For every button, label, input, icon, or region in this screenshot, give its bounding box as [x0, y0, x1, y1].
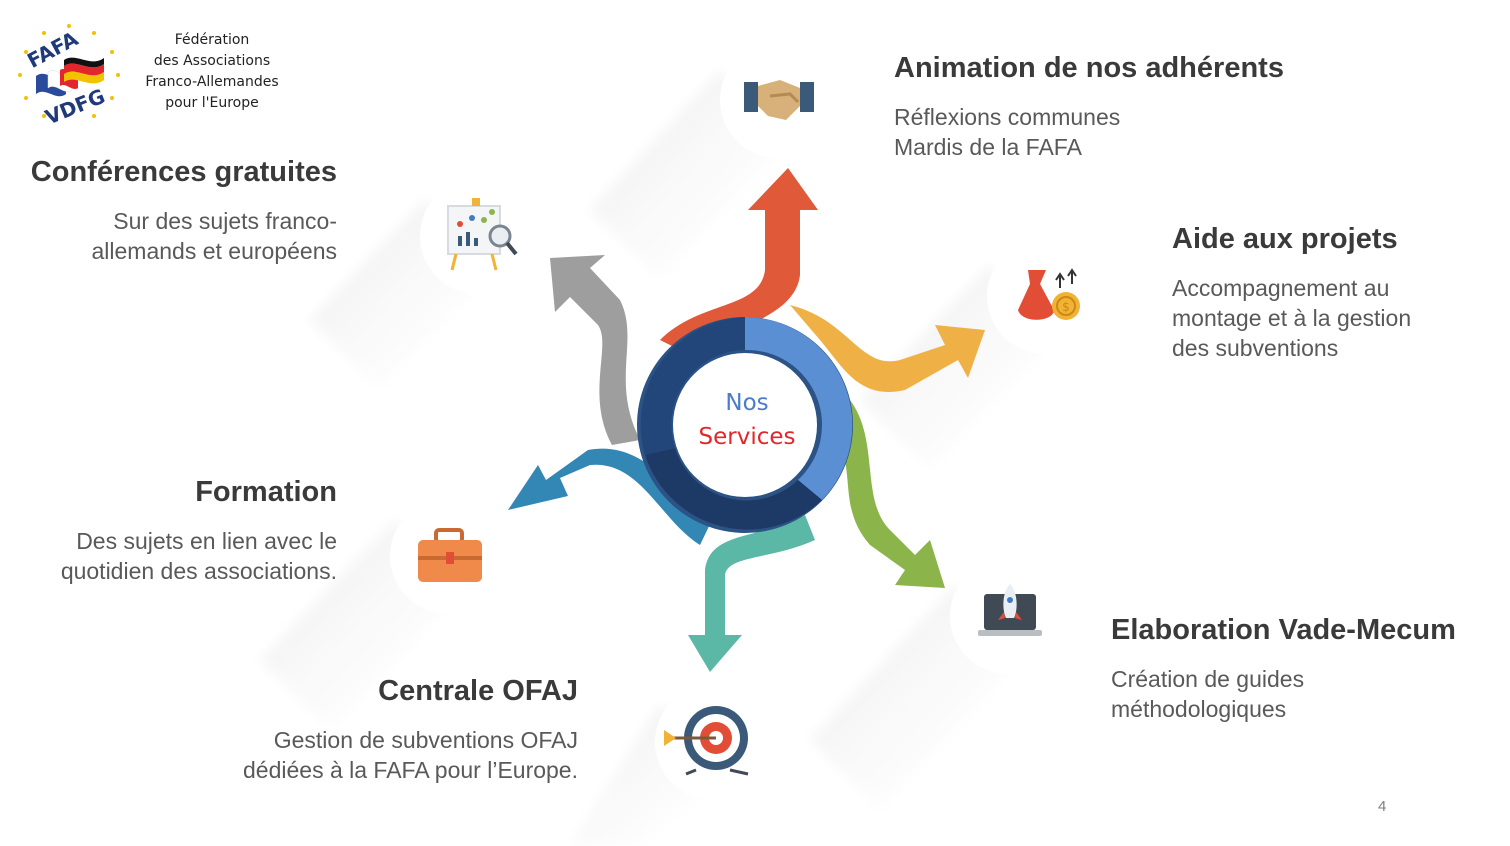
org-line: Fédération — [174, 32, 250, 48]
desc-line: allemands et européens — [91, 238, 338, 264]
desc-line: Gestion de subventions OFAJ — [273, 727, 578, 753]
arrow-ofaj — [688, 515, 815, 672]
organization-name: Fédération des Associations Franco-Allem… — [132, 30, 292, 114]
service-desc-ofaj: Gestion de subventions OFAJ dédiées à la… — [243, 725, 578, 785]
desc-line: des subventions — [1172, 335, 1339, 361]
service-title-ofaj: Centrale OFAJ — [378, 675, 578, 707]
arrow-formation — [508, 448, 712, 545]
org-line: pour l'Europe — [165, 95, 259, 111]
handshake-icon — [744, 80, 814, 120]
presentation-chart-icon — [447, 198, 518, 271]
fafa-logo: FAFA VDFG Fédération des Associations Fr… — [14, 20, 284, 129]
service-desc-vade-mecum: Création de guides méthodologiques — [1111, 664, 1304, 724]
desc-line: montage et à la gestion — [1172, 305, 1412, 331]
service-title-projets: Aide aux projets — [1172, 223, 1398, 255]
briefcase-icon — [418, 528, 482, 582]
fafa-emblem: FAFA VDFG — [18, 24, 120, 129]
arrow-vade-mecum — [830, 400, 945, 588]
desc-line: Mardis de la FAFA — [894, 134, 1082, 160]
service-desc-formation: Des sujets en lien avec le quotidien des… — [61, 526, 337, 586]
money-bag-icon: $ — [1018, 268, 1080, 320]
desc-line: Création de guides — [1111, 666, 1305, 692]
service-title-animation: Animation de nos adhérents — [894, 52, 1284, 84]
page-number: 4 — [1378, 798, 1387, 815]
laptop-rocket-icon — [978, 584, 1042, 636]
center-donut — [637, 317, 853, 533]
arrow-conferences — [550, 255, 640, 445]
org-line: Franco-Allemandes — [145, 74, 279, 90]
desc-line: Sur des sujets franco- — [113, 208, 337, 234]
desc-line: Des sujets en lien avec le — [76, 528, 337, 554]
center-label: Nos Services — [670, 386, 824, 454]
desc-line: quotidien des associations. — [60, 558, 337, 584]
service-title-conferences: Conférences gratuites — [30, 156, 337, 188]
desc-line: Accompagnement au — [1172, 275, 1390, 301]
service-desc-conferences: Sur des sujets franco- allemands et euro… — [92, 206, 338, 266]
center-label-line1: Nos — [725, 390, 769, 416]
desc-line: dédiées à la FAFA pour l’Europe. — [243, 757, 578, 783]
desc-line: Réflexions communes — [894, 104, 1121, 130]
svg-text:$: $ — [1062, 300, 1070, 314]
center-label-line2: Services — [698, 424, 796, 450]
org-line: des Associations — [153, 53, 271, 69]
service-desc-animation: Réflexions communes Mardis de la FAFA — [894, 102, 1120, 162]
service-title-formation: Formation — [195, 476, 337, 508]
arrow-projets — [790, 305, 985, 392]
target-icon — [664, 706, 749, 776]
service-arrows — [508, 168, 985, 672]
service-title-vade-mecum: Elaboration Vade-Mecum — [1111, 614, 1456, 646]
arrow-animation — [660, 168, 818, 355]
service-desc-projets: Accompagnement au montage et à la gestio… — [1172, 273, 1411, 363]
desc-line: méthodologiques — [1111, 696, 1287, 722]
